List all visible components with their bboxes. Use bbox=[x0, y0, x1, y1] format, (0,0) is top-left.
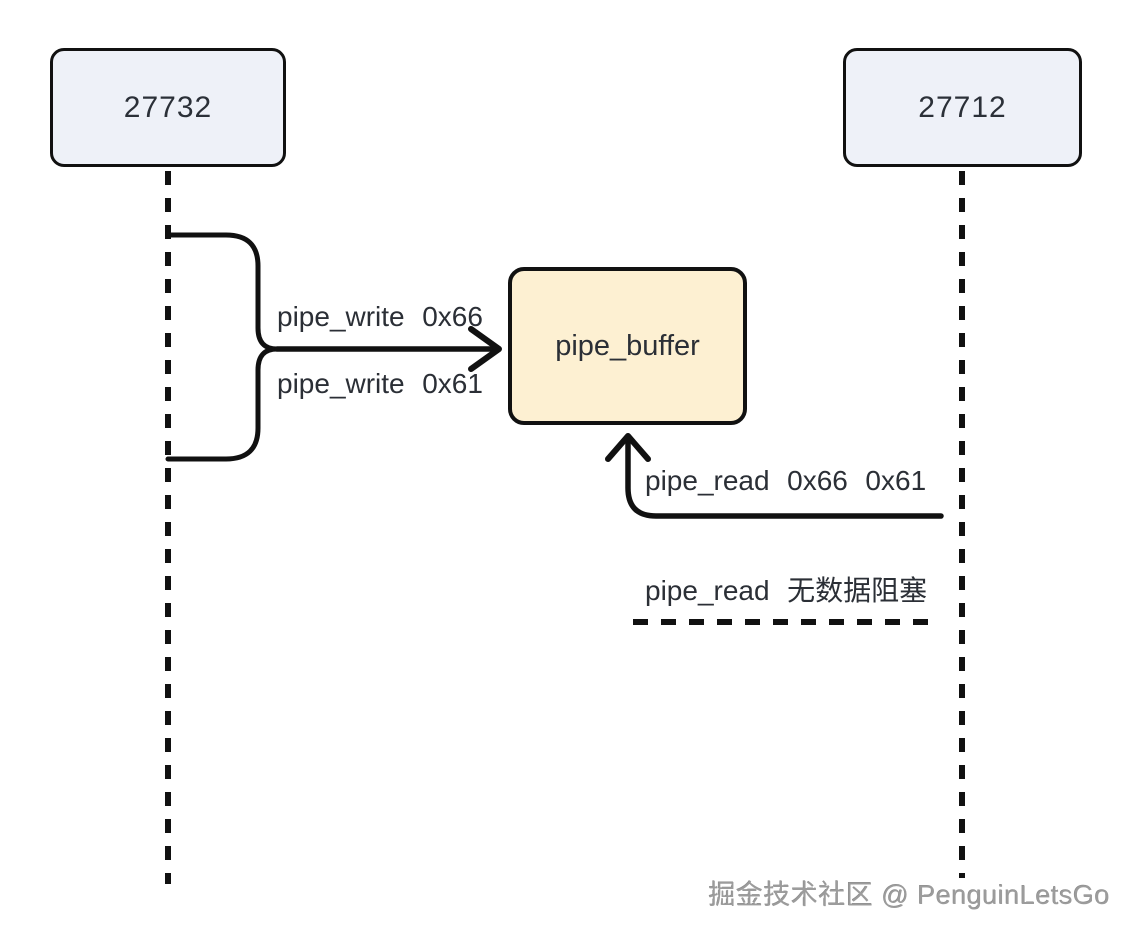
pipe-read-blocked-label: pipe_read 无数据阻塞 bbox=[645, 575, 928, 606]
writer-process-pid: 27732 bbox=[123, 90, 213, 124]
pipe-read-arrowhead-icon bbox=[605, 433, 651, 462]
reader-process-box: 27712 bbox=[843, 48, 1082, 167]
pipe-read-label: pipe_read 0x66 0x61 bbox=[645, 465, 927, 496]
pipe-write-label-2: pipe_write 0x61 bbox=[277, 368, 483, 399]
write-group-brace bbox=[165, 232, 280, 462]
pipe-buffer-label: pipe_buffer bbox=[555, 329, 700, 362]
pipe-write-arrowhead-icon bbox=[468, 326, 502, 372]
pipe-buffer-box: pipe_buffer bbox=[508, 267, 747, 425]
pipe-read-arrow-shaft bbox=[625, 439, 944, 519]
reader-process-pid: 27712 bbox=[918, 90, 1007, 124]
watermark: 掘金技术社区 @ PenguinLetsGo bbox=[708, 880, 1110, 910]
writer-process-box: 27732 bbox=[50, 48, 286, 167]
pipe-write-label-1: pipe_write 0x66 bbox=[277, 301, 483, 332]
